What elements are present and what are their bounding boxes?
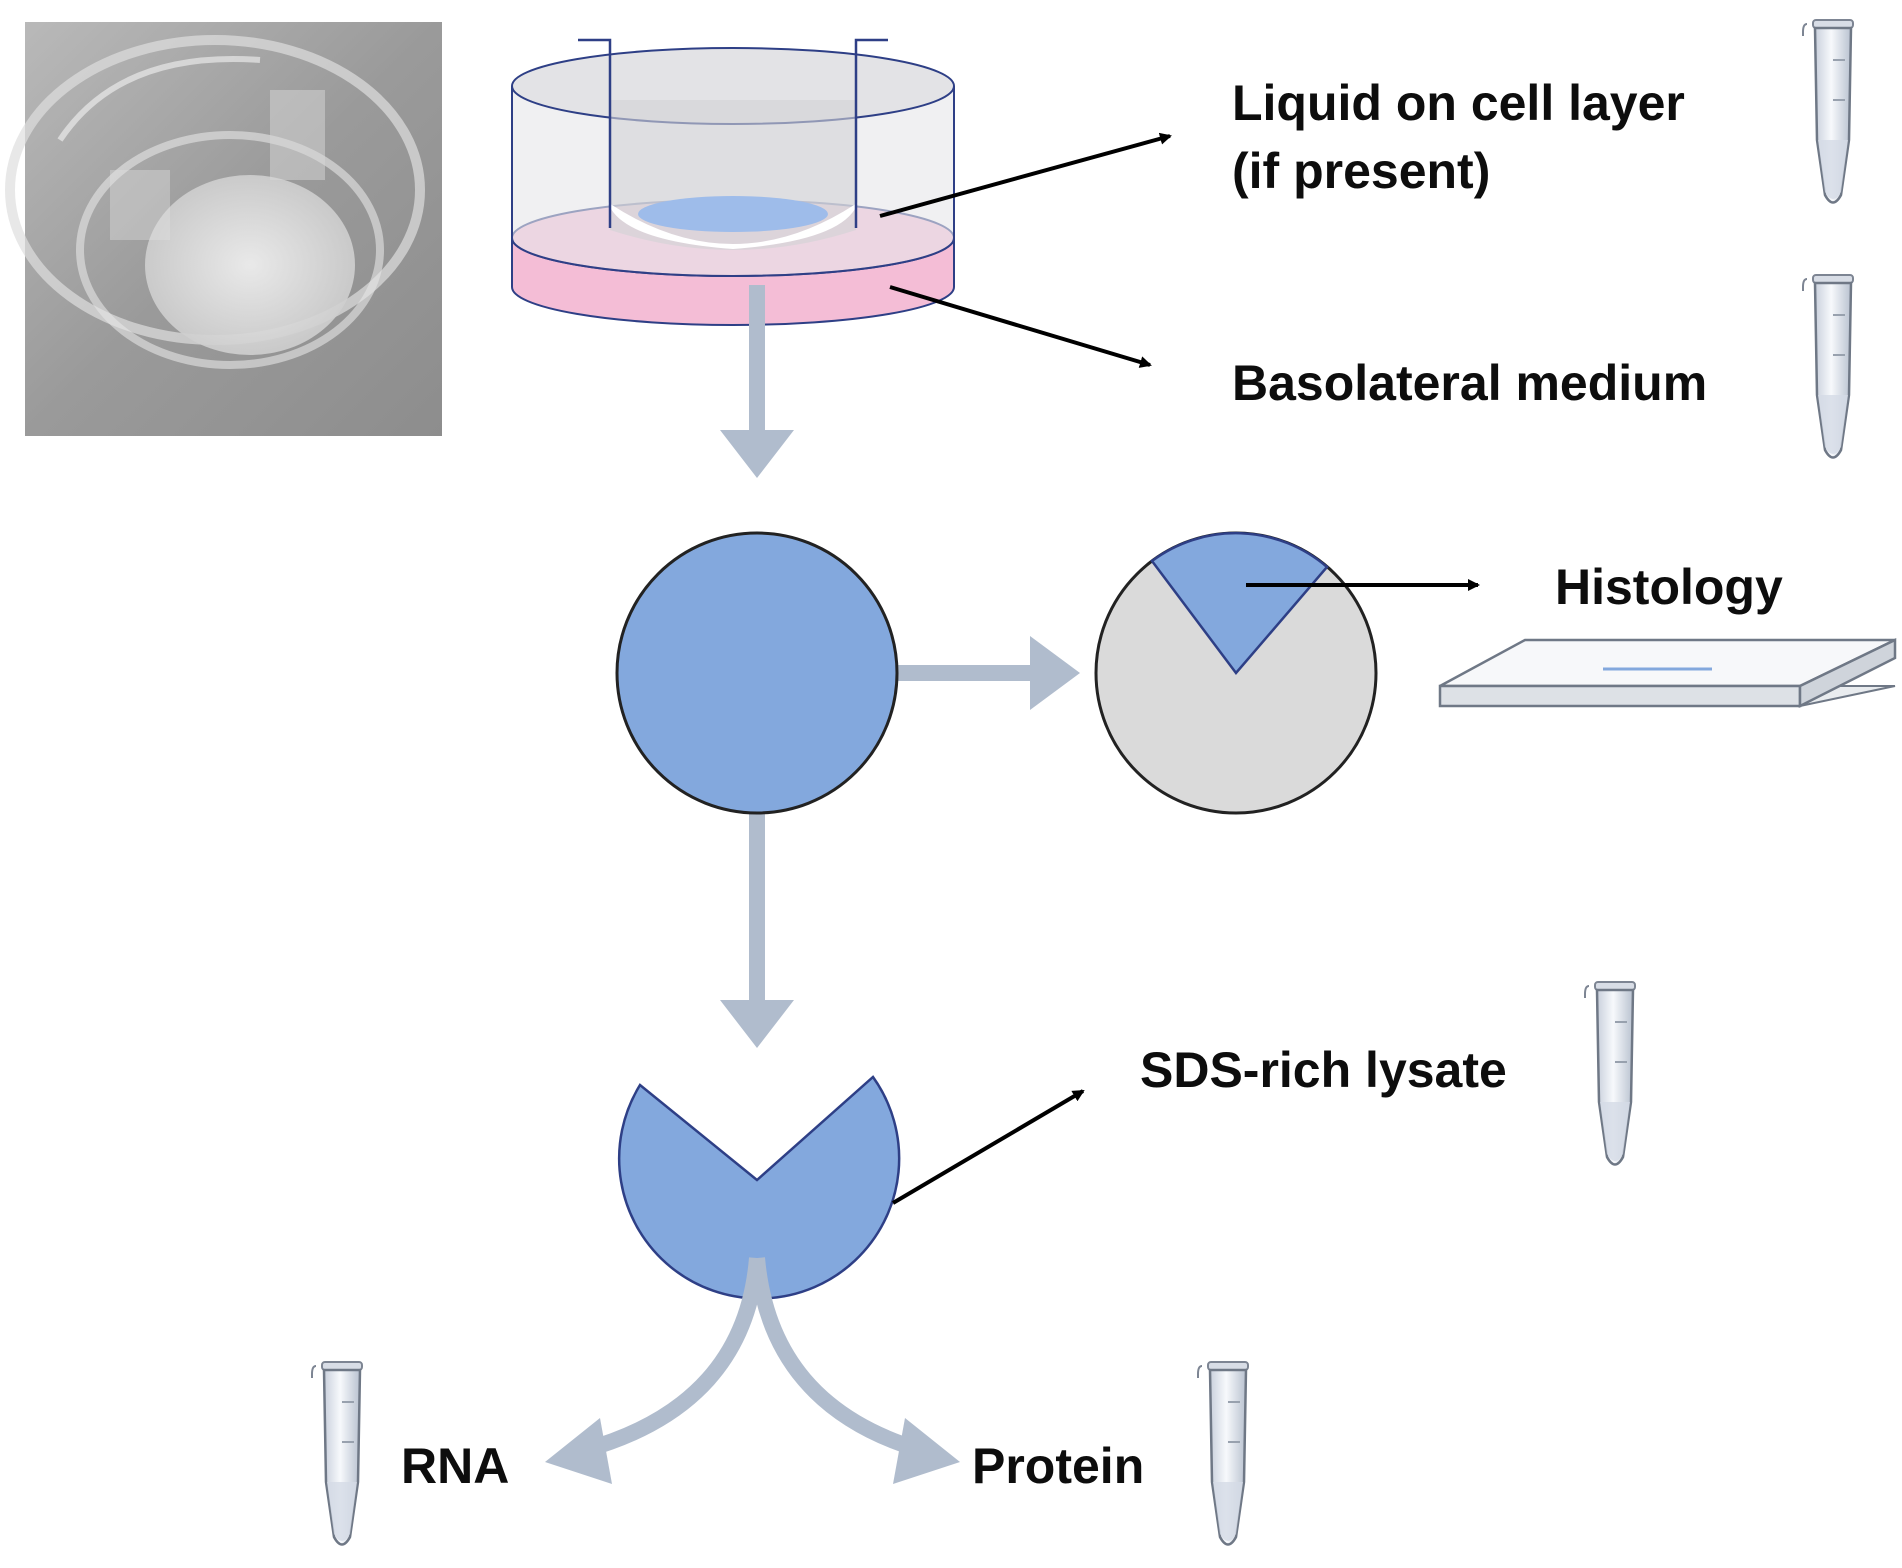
label-liquid-line2: (if present) [1232,143,1490,199]
arrow-to-sds-lysate [891,1089,1085,1205]
flow-arrow-protein [749,1257,960,1484]
flow-arrow-rna [545,1257,765,1484]
arrow-to-liquid [879,132,1172,218]
tube-icon-rna [310,1360,364,1546]
tube-icon-liquid [1801,18,1855,204]
membrane-disc [615,531,899,815]
flow-arrow-3 [720,810,794,1048]
flow-arrow-2 [895,636,1080,710]
slide-icon [1438,638,1897,709]
label-histology: Histology [1555,559,1783,615]
flow-arrow-1 [720,285,794,478]
label-sds-lysate: SDS-rich lysate [1140,1042,1507,1098]
cell-layer [638,196,828,232]
membrane-disc-cut [1094,531,1378,815]
label-basolateral: Basolateral medium [1232,355,1707,411]
tube-icon-sds-lysate [1583,980,1637,1166]
transwell-schematic [511,38,955,326]
label-protein: Protein [972,1438,1144,1494]
label-rna: RNA [401,1438,509,1494]
arrow-to-basolateral [889,285,1152,368]
tube-icon-protein [1196,1360,1250,1546]
transwell-insert-photo [5,22,442,436]
label-liquid-line1: Liquid on cell layer [1232,75,1685,131]
tube-icon-basolateral [1801,273,1855,459]
